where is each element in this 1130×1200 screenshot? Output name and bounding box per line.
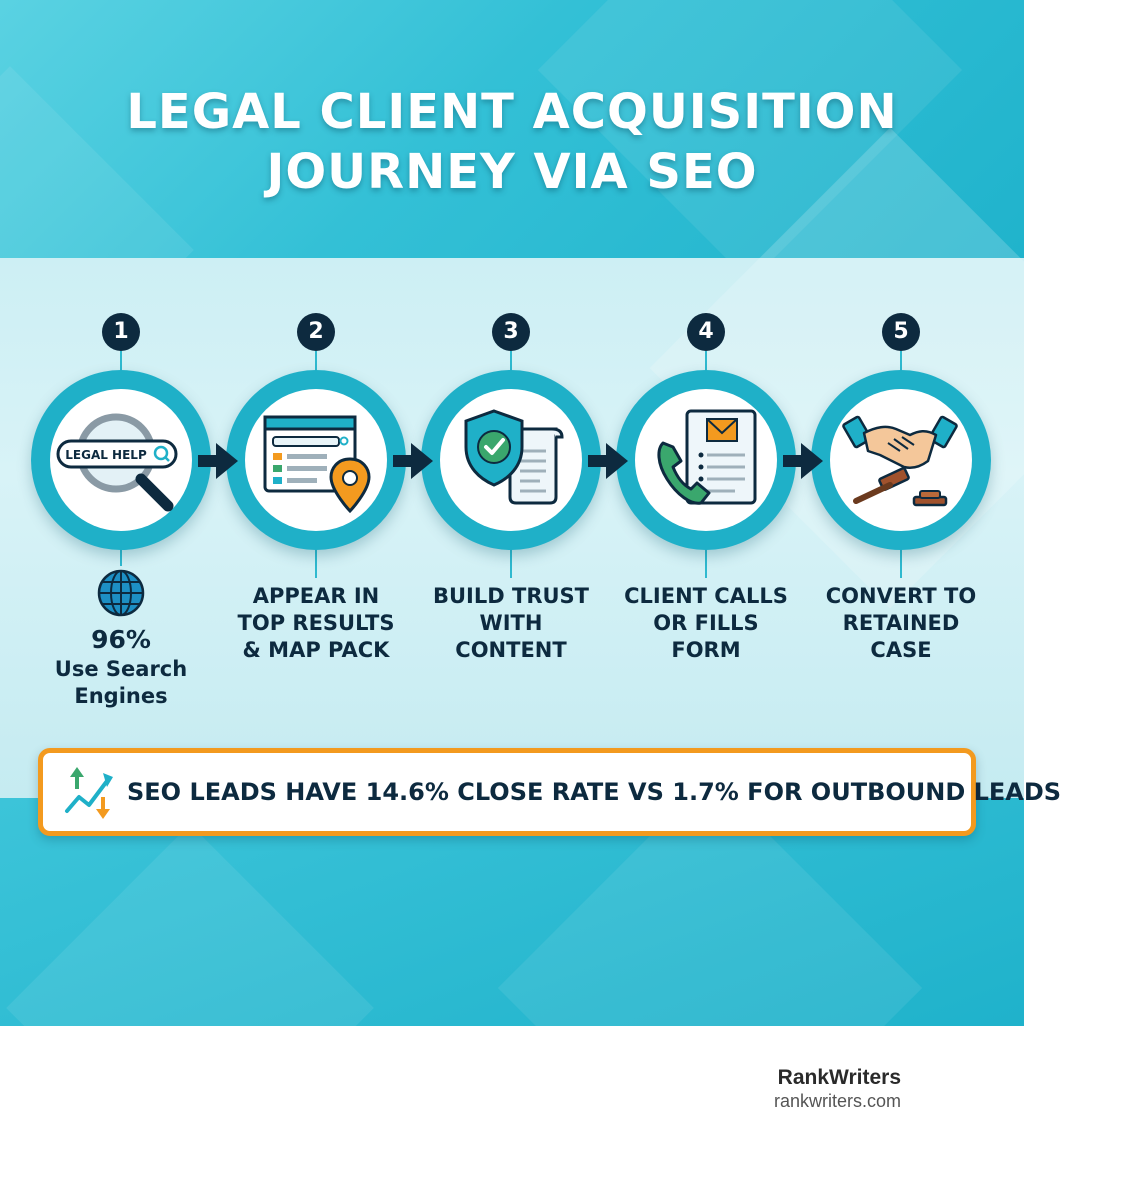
- brand-url: rankwriters.com: [773, 1091, 901, 1111]
- step-2-label-line: TOP RESULTS: [237, 611, 395, 635]
- arrow-right-icon: [783, 443, 823, 479]
- step-3-label: BUILD TRUST WITH CONTENT: [421, 583, 601, 664]
- connector-line: [900, 351, 902, 373]
- step-4-number: 4: [687, 313, 725, 351]
- arrow-right-icon: [588, 443, 628, 479]
- connector-line: [315, 351, 317, 373]
- trend-arrows-icon: [65, 767, 113, 819]
- step-4-circle: [616, 370, 796, 550]
- stat-text-line-2: Engines: [74, 684, 168, 708]
- step-3-circle: [421, 370, 601, 550]
- connector-line: [705, 548, 707, 578]
- step-4-label-line: CLIENT CALLS: [624, 584, 788, 608]
- connector-line: [510, 548, 512, 578]
- step-2-label: APPEAR IN TOP RESULTS & MAP PACK: [226, 583, 406, 664]
- shield-document-icon: [464, 409, 564, 505]
- arrow-right-icon: [393, 443, 433, 479]
- connector-line: [120, 548, 122, 566]
- step-1-circle: LEGAL HELP: [31, 370, 211, 550]
- step-3-number: 3: [492, 313, 530, 351]
- step-5-label-line: RETAINED: [842, 611, 960, 635]
- stat-text-line-1: Use Search: [54, 657, 188, 681]
- step-2-label-line: & MAP PACK: [242, 638, 390, 662]
- step-5-label-line: CONVERT TO: [825, 584, 977, 608]
- handshake-gavel-icon: [842, 415, 958, 507]
- header-background: [0, 0, 1024, 434]
- step-5-label: CONVERT TO RETAINED CASE: [811, 583, 991, 664]
- step-1-number: 1: [102, 313, 140, 351]
- connector-line: [510, 351, 512, 373]
- step-4-label: CLIENT CALLS OR FILLS FORM: [616, 583, 796, 664]
- search-magnifier-icon: LEGAL HELP: [56, 413, 178, 512]
- step-5-label-line: CASE: [870, 638, 932, 662]
- connector-line: [900, 548, 902, 578]
- step-2-label-line: APPEAR IN: [252, 584, 380, 608]
- browser-map-pin-icon: [263, 415, 371, 514]
- connector-line: [315, 548, 317, 578]
- phone-form-icon: [657, 409, 757, 505]
- search-query-text: LEGAL HELP: [65, 448, 147, 462]
- step-2-circle: [226, 370, 406, 550]
- step-5-number: 5: [882, 313, 920, 351]
- connector-line: [120, 351, 122, 373]
- step-4-label-line: OR FILLS: [653, 611, 759, 635]
- step-3-label-line: BUILD TRUST: [433, 584, 589, 608]
- globe-icon: [97, 569, 145, 617]
- banner-text: SEO LEADS HAVE 14.6% CLOSE RATE VS 1.7% …: [127, 778, 1062, 806]
- title-line-1: LEGAL CLIENT ACQUISITION: [126, 84, 898, 140]
- arrow-right-icon: [198, 443, 238, 479]
- step-3-label-line: WITH: [479, 611, 543, 635]
- step-2-number: 2: [297, 313, 335, 351]
- stat-percent: 96%: [91, 625, 151, 654]
- stat-text: Use Search Engines: [31, 656, 211, 710]
- footer-band-background: [0, 775, 1024, 1200]
- title-line-2: JOURNEY VIA SEO: [266, 144, 758, 200]
- step-4-label-line: FORM: [671, 638, 741, 662]
- brand-name: RankWriters: [777, 1066, 901, 1089]
- page-title: LEGAL CLIENT ACQUISITION JOURNEY VIA SEO: [0, 82, 1024, 202]
- step-3-label-line: CONTENT: [455, 638, 567, 662]
- step-5-circle: [811, 370, 991, 550]
- close-rate-banner: SEO LEADS HAVE 14.6% CLOSE RATE VS 1.7% …: [38, 748, 1061, 836]
- connector-line: [705, 351, 707, 373]
